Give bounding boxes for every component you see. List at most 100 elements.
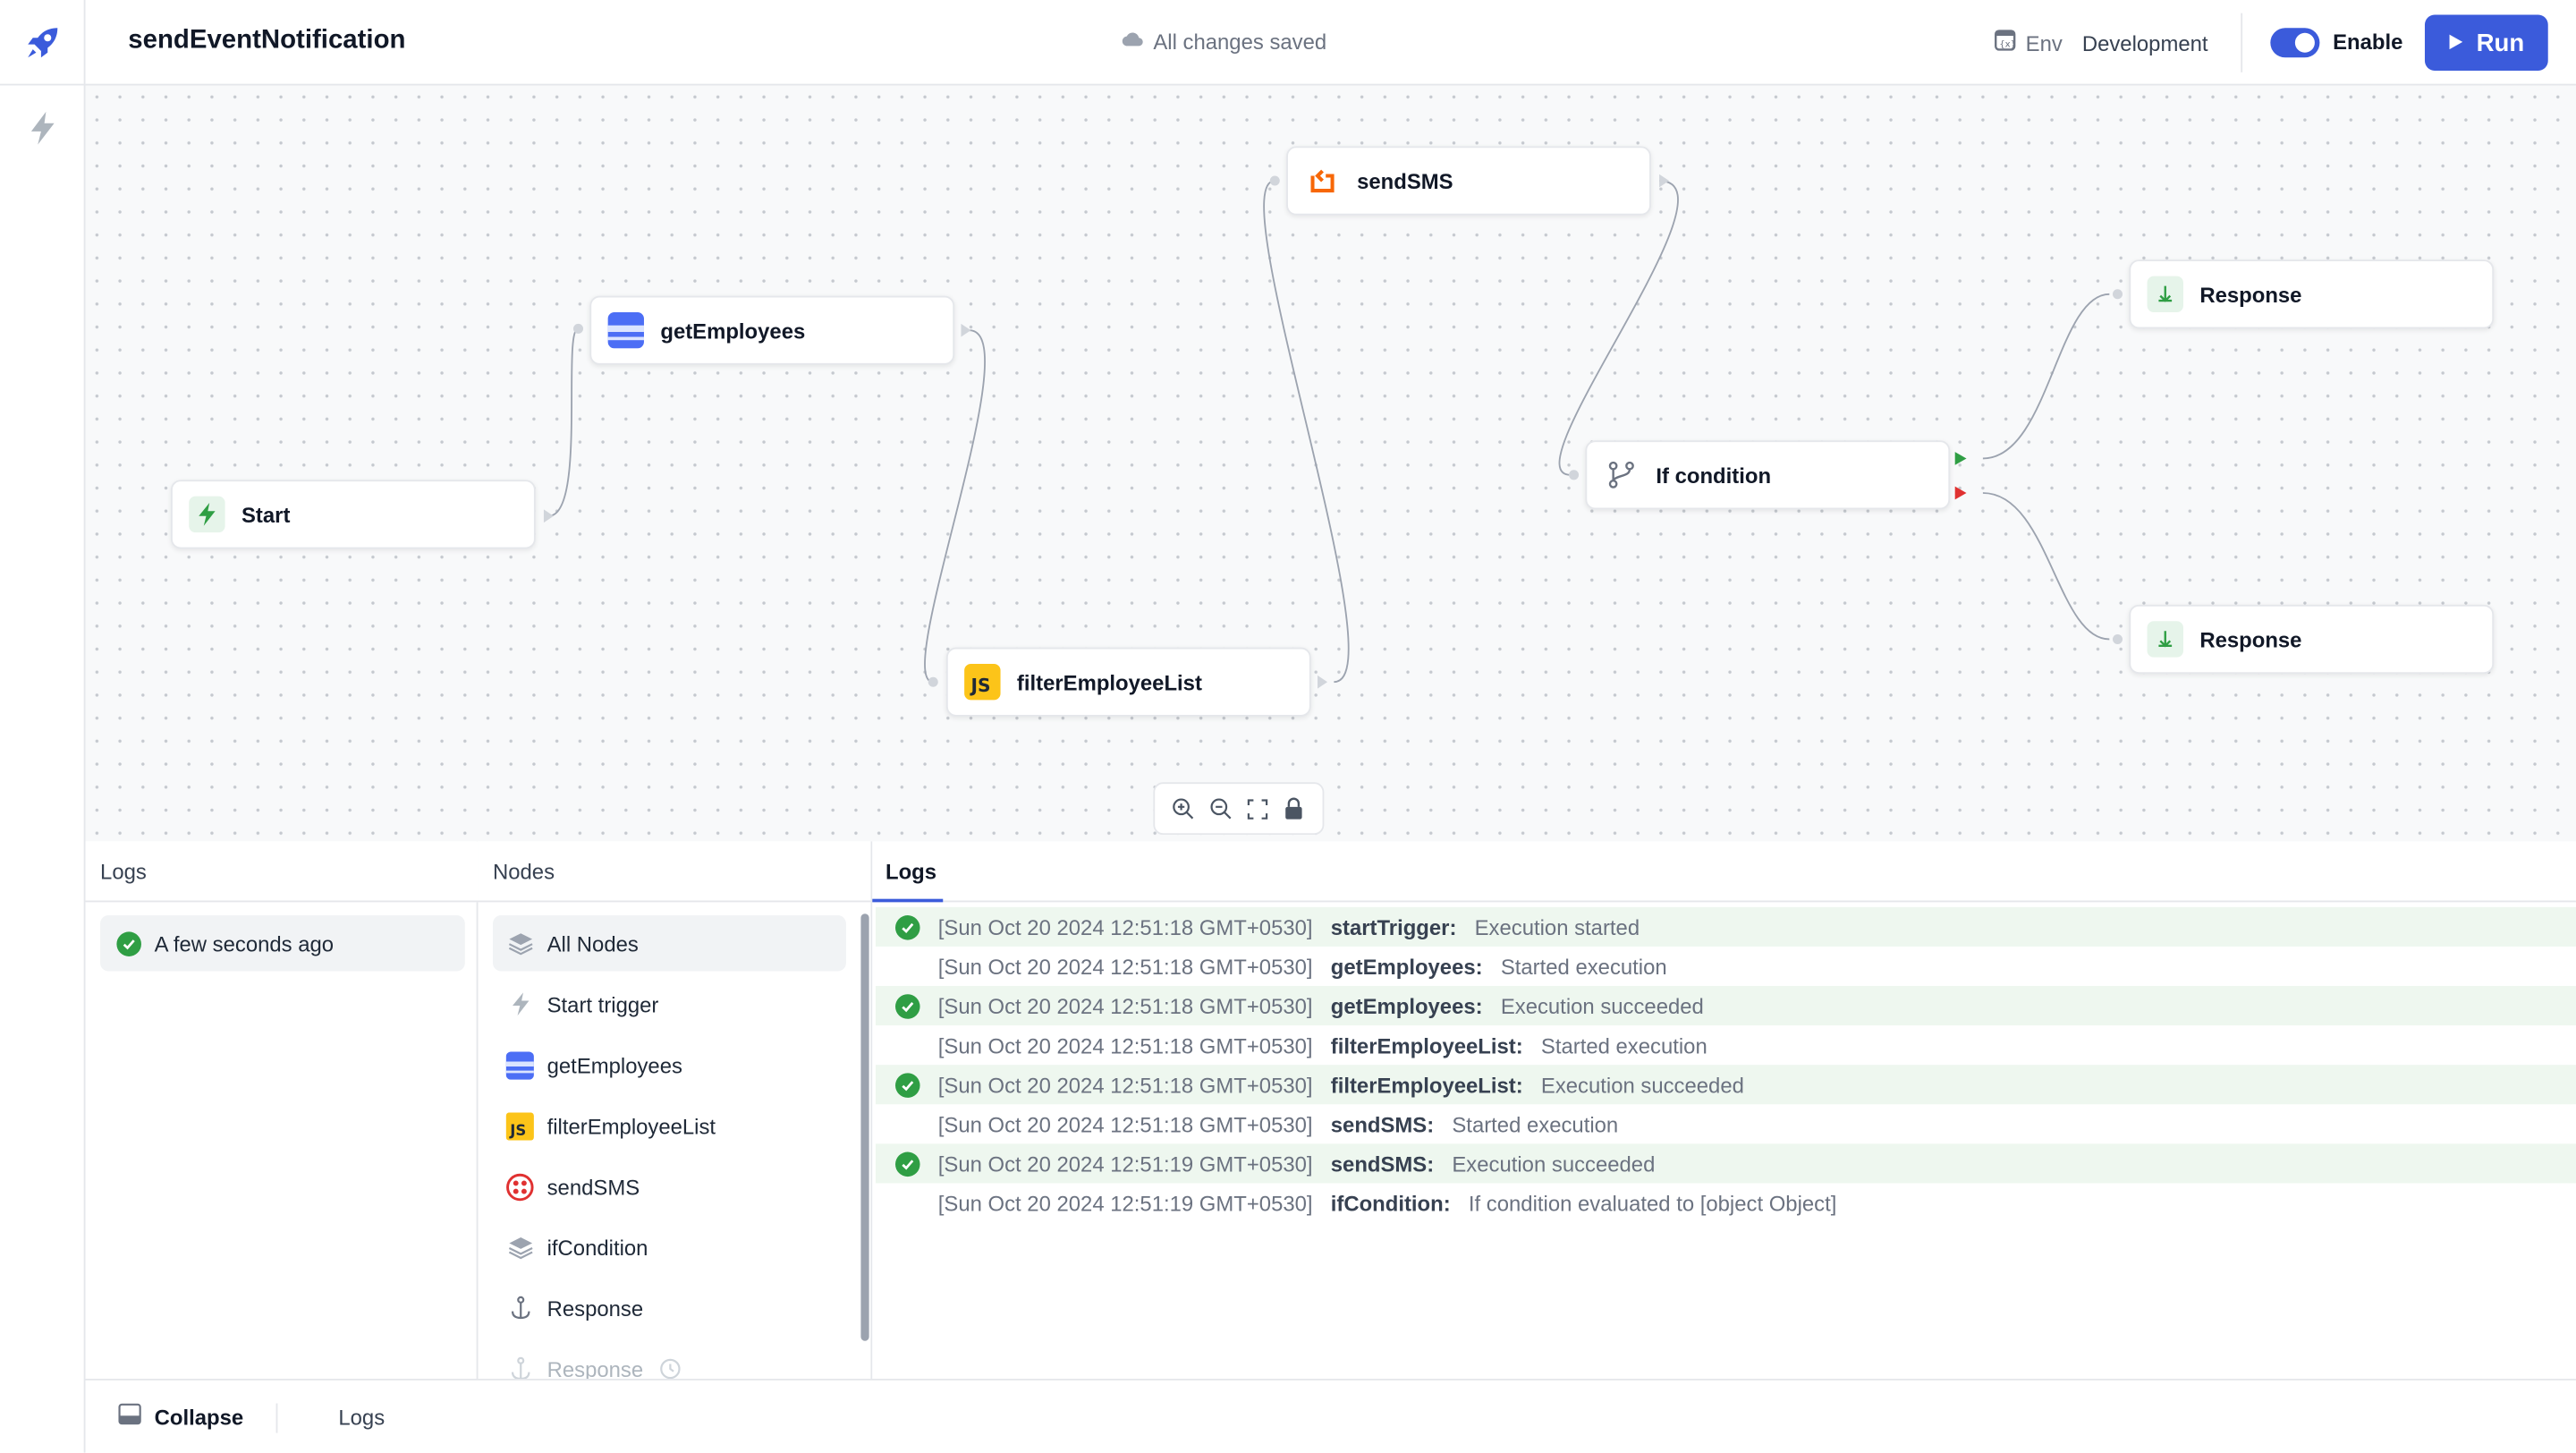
log-row[interactable]: [Sun Oct 20 2024 12:51:18 GMT+0530]start… (875, 906, 2576, 947)
edge-getemployees-filter (924, 329, 986, 684)
start-in-handle (573, 323, 584, 334)
workflow-title[interactable]: sendEventNotification (128, 26, 406, 55)
node-filter-label: Start trigger (547, 991, 659, 1016)
footer-logs-tab[interactable]: Logs (338, 1405, 386, 1430)
nodes-scrollbar[interactable] (860, 913, 869, 1341)
layers-icon (506, 1233, 534, 1261)
getemployees-out-handle (961, 323, 971, 337)
node-label: getEmployees (660, 318, 806, 343)
node-label: sendSMS (1357, 168, 1453, 193)
node-filter-getemployees[interactable]: getEmployees (493, 1037, 846, 1092)
save-status-text: All changes saved (1153, 30, 1327, 55)
save-status: All changes saved (1121, 30, 1327, 55)
log-timestamp: [Sun Oct 20 2024 12:51:19 GMT+0530] (937, 1151, 1313, 1177)
run-time-label: A few seconds ago (154, 930, 335, 956)
node-response-true[interactable]: Response (2129, 259, 2495, 329)
success-check-icon (876, 1151, 938, 1177)
log-row[interactable]: [Sun Oct 20 2024 12:51:18 GMT+0530] filte… (875, 1065, 2576, 1105)
success-check-icon (876, 993, 938, 1018)
log-node-name: ifCondition: (1330, 1190, 1451, 1216)
lock-icon[interactable] (1281, 795, 1307, 821)
database-icon (505, 1050, 534, 1079)
fit-view-icon[interactable] (1244, 795, 1270, 821)
play-icon (2448, 29, 2464, 56)
tab-logs[interactable]: Logs (872, 841, 944, 903)
log-message: If condition evaluated to [object Object… (1468, 1190, 1837, 1216)
rocket-logo-icon[interactable] (21, 21, 64, 64)
node-filteremployeelist[interactable]: JS filterEmployeeList (945, 647, 1311, 717)
zoom-in-icon[interactable] (1170, 795, 1196, 821)
sendsms-in-handle (1269, 175, 1280, 186)
workflows-bolt-icon[interactable] (28, 110, 57, 146)
nodes-panel: Nodes All Nodes Start trigger getEmploye… (478, 841, 873, 1379)
node-filter-label: ifCondition (547, 1235, 648, 1260)
log-row[interactable]: [Sun Oct 20 2024 12:51:18 GMT+0530]sendS… (876, 1104, 2576, 1143)
log-row[interactable]: [Sun Oct 20 2024 12:51:19 GMT+0530] ifCon… (876, 1183, 2576, 1222)
environment-icon: {x} (1995, 30, 2016, 55)
node-response-false[interactable]: Response (2129, 604, 2495, 675)
collapse-button[interactable]: Collapse (118, 1403, 244, 1430)
node-filter-response-pending[interactable]: Response (493, 1341, 846, 1379)
layers-icon (506, 930, 534, 957)
if-true-handle (1954, 452, 1967, 465)
runs-panel: Logs A few seconds ago (85, 841, 479, 1379)
node-label: If condition (1656, 463, 1772, 488)
log-timestamp: [Sun Oct 20 2024 12:51:18 GMT+0530] (937, 993, 1313, 1018)
node-filter-sendsms[interactable]: sendSMS (493, 1159, 846, 1214)
log-message: Execution succeeded (1452, 1151, 1656, 1177)
node-filter-label: filterEmployeeList (547, 1113, 716, 1138)
node-getemployees[interactable]: getEmployees (589, 295, 955, 365)
if-in-handle (1569, 470, 1580, 480)
sidebar-divider (0, 83, 86, 86)
run-list-item[interactable]: A few seconds ago (100, 915, 465, 972)
logs-panel: Logs [Sun Oct 20 2024 12:51:18 GMT+0530]… (872, 841, 2576, 1379)
env-value[interactable]: Development (2081, 30, 2208, 55)
collapse-label: Collapse (154, 1404, 244, 1430)
success-check-icon (876, 914, 938, 939)
workflow-canvas[interactable]: Start getEmployees JS filterEmployeeList… (85, 85, 2576, 842)
environment-selector[interactable]: {x} Env Development (1995, 30, 2208, 55)
runs-panel-header: Logs (85, 841, 479, 903)
database-icon (607, 311, 644, 349)
log-message: Started execution (1540, 1032, 1707, 1058)
logs-header-divider (872, 900, 2576, 903)
log-timestamp: [Sun Oct 20 2024 12:51:18 GMT+0530] (937, 1111, 1313, 1137)
log-message: Execution succeeded (1540, 1072, 1744, 1097)
enable-toggle[interactable] (2270, 28, 2320, 58)
nodes-list[interactable]: All Nodes Start trigger getEmployees JS … (478, 902, 870, 1379)
node-label: Response (2199, 281, 2302, 307)
log-node-name: sendSMS: (1330, 1151, 1435, 1177)
node-start[interactable]: Start (171, 480, 536, 549)
canvas-zoom-controls (1153, 782, 1325, 836)
svg-text:JS: JS (969, 675, 990, 696)
cloud-icon (1121, 30, 1144, 55)
log-timestamp: [Sun Oct 20 2024 12:51:18 GMT+0530] (937, 1072, 1313, 1097)
node-filter-ifcondition[interactable]: ifCondition (493, 1219, 846, 1275)
log-node-name: startTrigger: (1330, 914, 1457, 939)
env-label: Env (2025, 30, 2063, 55)
twilio-icon (506, 1172, 534, 1201)
edge-filter-sendsms (1263, 180, 1350, 684)
node-filter-response[interactable]: Response (493, 1280, 846, 1336)
branch-icon (1604, 457, 1640, 493)
node-sendsms[interactable]: sendSMS (1286, 146, 1651, 216)
anchor-icon (506, 1294, 534, 1321)
log-row[interactable]: [Sun Oct 20 2024 12:51:18 GMT+0530]getEm… (876, 947, 2576, 986)
log-row[interactable]: [Sun Oct 20 2024 12:51:18 GMT+0530]getEm… (875, 986, 2576, 1026)
log-row[interactable]: [Sun Oct 20 2024 12:51:18 GMT+0530]filte… (876, 1025, 2576, 1065)
node-filter-filteremployeelist[interactable]: JS filterEmployeeList (493, 1098, 846, 1153)
node-if-condition[interactable]: If condition (1585, 440, 1951, 510)
run-button[interactable]: Run (2424, 14, 2548, 71)
log-timestamp: [Sun Oct 20 2024 12:51:19 GMT+0530] (937, 1190, 1313, 1216)
node-filter-all-nodes[interactable]: All Nodes (493, 915, 846, 972)
enable-label: Enable (2333, 30, 2403, 55)
node-label: Start (241, 502, 291, 527)
anchor-icon (2147, 621, 2183, 658)
zoom-out-icon[interactable] (1208, 795, 1233, 821)
log-node-name: filterEmployeeList: (1330, 1072, 1523, 1097)
bolt-icon (506, 990, 534, 1018)
log-row[interactable]: [Sun Oct 20 2024 12:51:19 GMT+0530] sendS… (875, 1143, 2576, 1184)
nodes-panel-header: Nodes (478, 841, 871, 903)
node-filter-start-trigger[interactable]: Start trigger (493, 976, 846, 1032)
